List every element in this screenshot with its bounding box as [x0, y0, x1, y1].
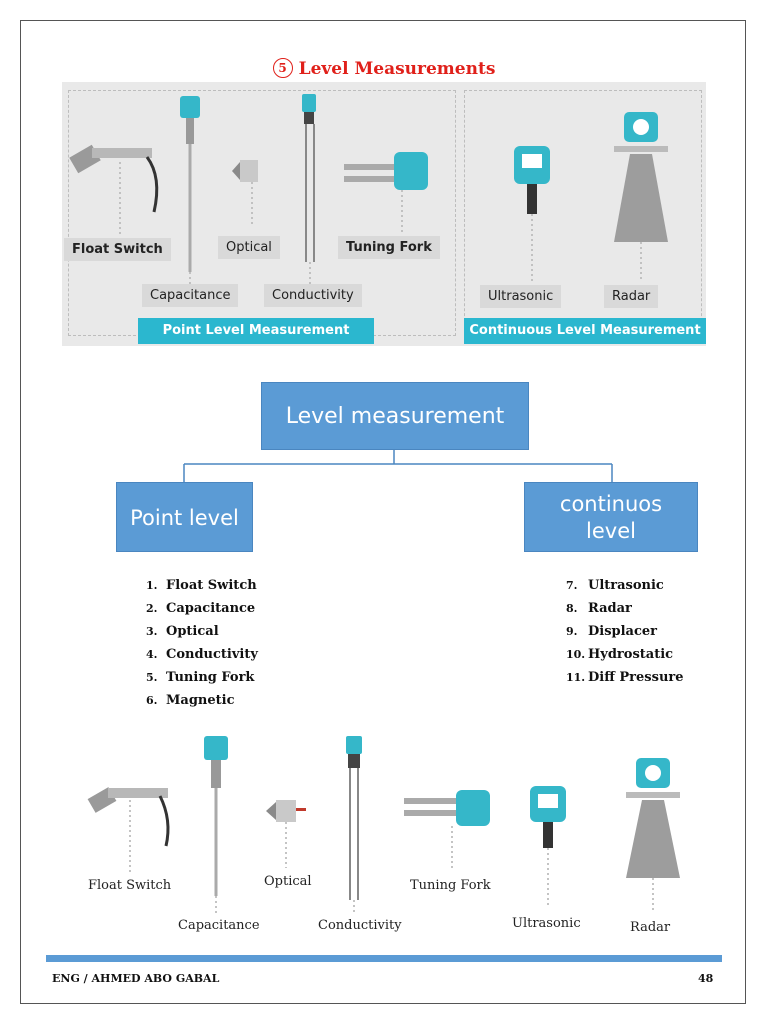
list-item: 9.Displacer [566, 624, 658, 639]
footer-divider [46, 955, 722, 962]
page-border [20, 20, 746, 1004]
bottom-label-capacitance: Capacitance [178, 918, 260, 933]
point-level-list: 1.Float Switch 2.Capacitance 3.Optical 4… [146, 574, 258, 712]
bottom-radar-device [626, 758, 680, 912]
list-item: 11.Diff Pressure [566, 670, 684, 685]
bottom-label-float-switch: Float Switch [88, 878, 172, 893]
bottom-capacitance-device [204, 736, 228, 914]
panel-label-ultrasonic: Ultrasonic [480, 285, 562, 308]
continuous-level-box: continuos level [524, 482, 698, 552]
panel-label-optical: Optical [218, 236, 280, 259]
list-item: 8.Radar [566, 601, 632, 616]
continuous-level-list: 7.Ultrasonic 8.Radar 9.Displacer 10.Hydr… [566, 574, 684, 689]
radar-device [614, 112, 668, 282]
panel-label-capacitance: Capacitance [142, 284, 239, 307]
bottom-label-tuning-fork: Tuning Fork [410, 878, 491, 893]
list-item: 7.Ultrasonic [566, 578, 664, 593]
level-measurement-box: Level measurement [261, 382, 529, 450]
bottom-conductivity-device [346, 736, 362, 914]
bottom-float-switch-device [87, 787, 170, 875]
bottom-tuning-fork-device [404, 790, 490, 870]
bottom-label-radar: Radar [630, 920, 671, 935]
panel-label-conductivity: Conductivity [264, 284, 362, 307]
device-drawings [69, 94, 668, 287]
list-item: 6.Magnetic [146, 693, 235, 708]
continuous-level-band: Continuous Level Measurement [464, 318, 706, 344]
bottom-label-conductivity: Conductivity [318, 918, 402, 933]
ultrasonic-device [514, 146, 550, 282]
bottom-optical-device [266, 800, 306, 868]
list-item: 5.Tuning Fork [146, 670, 255, 685]
panel-label-float-switch: Float Switch [64, 238, 171, 261]
list-item: 3.Optical [146, 624, 219, 639]
list-item: 2.Capacitance [146, 601, 256, 616]
point-level-band: Point Level Measurement [138, 318, 374, 344]
footer-author: ENG / AHMED ABO GABAL [52, 972, 220, 985]
point-level-box: Point level [116, 482, 253, 552]
panel-label-tuning-fork: Tuning Fork [338, 236, 440, 259]
bottom-label-optical: Optical [264, 874, 312, 889]
list-item: 4.Conductivity [146, 647, 258, 662]
bottom-ultrasonic-device [530, 786, 566, 908]
panel-label-radar: Radar [604, 285, 659, 308]
section-number: 5 [272, 58, 293, 78]
float-switch-device [69, 144, 159, 237]
tuning-fork-device [344, 152, 428, 232]
level-measurement-illustration: Float Switch Capacitance Optical Conduct… [62, 82, 706, 346]
capacitance-device [180, 96, 200, 287]
list-item: 1.Float Switch [146, 578, 257, 593]
section-title-text: Level Measurements [298, 59, 496, 79]
page-number: 48 [698, 972, 714, 985]
optical-device [232, 160, 258, 227]
list-item: 10.Hydrostatic [566, 647, 674, 662]
bottom-label-ultrasonic: Ultrasonic [512, 916, 581, 931]
conductivity-device [302, 94, 316, 287]
